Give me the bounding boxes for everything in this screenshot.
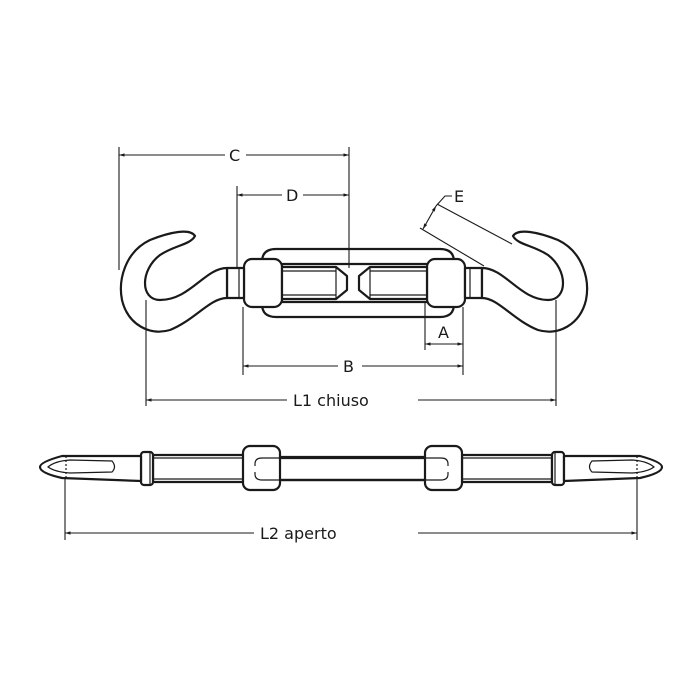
l2-extension-lines: [64, 478, 638, 540]
right-hook: [480, 230, 589, 333]
dimension-l2-open: L2 aperto: [65, 524, 637, 543]
right-open-boss: [423, 444, 464, 492]
dimension-b: B: [243, 357, 463, 376]
right-pointed-end: [562, 454, 664, 483]
dimension-c: C: [119, 146, 349, 165]
label-c: C: [229, 146, 240, 165]
left-threaded-rod: [280, 265, 349, 301]
right-collar: [463, 266, 484, 300]
label-l1-chiuso: L1 chiuso: [293, 391, 369, 410]
right-shaft: [460, 453, 554, 484]
right-open-collar: [550, 450, 566, 487]
left-shaft: [151, 453, 247, 484]
left-hook: [119, 230, 229, 333]
left-end-boss: [242, 257, 284, 309]
extension-lines: [118, 147, 557, 406]
dimension-d: D: [237, 186, 349, 205]
left-open-boss: [241, 444, 282, 492]
left-pointed-end: [38, 454, 143, 483]
right-end-boss: [425, 257, 467, 309]
left-collar: [225, 266, 246, 300]
top-view-closed: C D E A B L1 chiuso: [118, 146, 589, 410]
label-b: B: [343, 357, 354, 376]
left-open-collar: [139, 450, 155, 487]
label-l2-aperto: L2 aperto: [260, 524, 337, 543]
label-a: A: [438, 323, 449, 342]
right-threaded-rod: [357, 265, 429, 301]
dimension-a: A: [425, 323, 463, 346]
dimension-e: E: [422, 187, 464, 230]
dimension-l1-closed: L1 chiuso: [146, 391, 556, 410]
bottom-view-open: L2 aperto: [38, 444, 664, 543]
label-d: D: [286, 186, 298, 205]
label-e: E: [454, 187, 464, 206]
